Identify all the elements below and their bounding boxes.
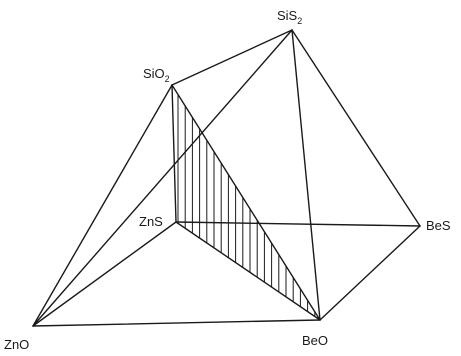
vertex-label-bes: BeS [426,218,451,233]
vertex-label-zns: ZnS [139,214,163,229]
edge-zns-beo [175,221,321,321]
vertex-label-beo: BeO [302,333,328,348]
edges [32,29,421,327]
vertex-label-zno: ZnO [4,337,29,352]
edge-zns-zno [32,221,177,327]
subscript: 2 [165,74,170,84]
vertex-label-sio2: SiO2 [143,66,170,84]
subscript: 2 [297,16,302,26]
edge-sio2-beo [171,84,321,321]
edge-sio2-sis2 [171,29,293,86]
edge-sio2-zno [32,84,173,327]
edge-sis2-bes [291,29,421,227]
edge-zno-beo [32,319,321,327]
edge-sis2-zno [32,29,293,327]
vertex-label-sis2: SiS2 [277,8,302,26]
edge-sio2-zns [171,84,177,223]
edge-zns-bes [175,221,421,227]
edge-bes-beo [319,225,421,321]
shaded-plane [177,94,316,317]
hatch-lines [177,94,316,317]
edge-sis2-beo [291,29,321,321]
